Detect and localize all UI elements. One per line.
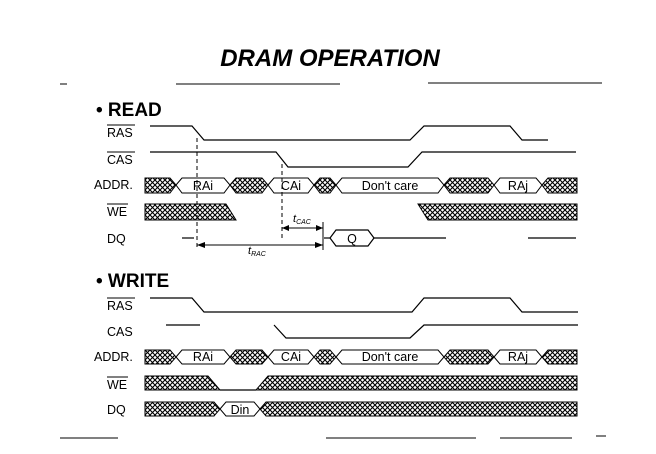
read-dq-waveform — [182, 229, 576, 247]
write-cas-waveform — [166, 324, 578, 339]
write-addr-col: CAi — [281, 350, 301, 364]
read-addr-label: ADDR. — [94, 178, 133, 192]
write-addr-dont-care: Don't care — [362, 350, 419, 364]
trac-label: tRAC — [248, 245, 267, 258]
tcac-label: tCAC — [293, 213, 312, 226]
read-ras-waveform — [150, 125, 548, 141]
write-we-waveform — [144, 375, 578, 391]
write-cas-label: CAS — [107, 325, 133, 339]
trac-sub: RAC — [251, 251, 267, 258]
read-we-waveform — [144, 203, 578, 221]
read-timing-markers — [196, 138, 324, 250]
read-addr-dont-care: Don't care — [362, 179, 419, 193]
read-heading: • READ — [96, 100, 162, 121]
write-addr-next-row: RAj — [508, 350, 528, 364]
write-dq-value: Din — [231, 403, 250, 417]
trac-main: t — [248, 245, 252, 257]
page-rules — [60, 82, 606, 439]
read-addr-col: CAi — [281, 179, 301, 193]
read-addr-next-row: RAj — [508, 179, 528, 193]
write-addr-row: RAi — [193, 350, 213, 364]
read-addr-bus — [144, 177, 578, 194]
write-dq-label: DQ — [107, 403, 126, 417]
read-ras-label: RAS — [107, 126, 133, 140]
tcac-sub: CAC — [296, 219, 312, 226]
tcac-main: t — [293, 213, 297, 225]
write-heading: • WRITE — [96, 271, 169, 292]
read-addr-row: RAi — [193, 179, 213, 193]
read-dq-label: DQ — [107, 232, 126, 246]
read-dq-value: Q — [347, 232, 357, 246]
write-addr-label: ADDR. — [94, 350, 133, 364]
write-addr-bus — [144, 349, 578, 365]
write-we-label: WE — [107, 378, 127, 392]
write-dq-waveform — [144, 401, 578, 417]
read-we-label: WE — [107, 205, 127, 219]
read-cas-label: CAS — [107, 153, 133, 167]
write-ras-waveform — [150, 297, 578, 313]
read-cas-waveform — [150, 151, 576, 168]
page-title: DRAM OPERATION — [220, 45, 440, 72]
write-ras-label: RAS — [107, 299, 133, 313]
